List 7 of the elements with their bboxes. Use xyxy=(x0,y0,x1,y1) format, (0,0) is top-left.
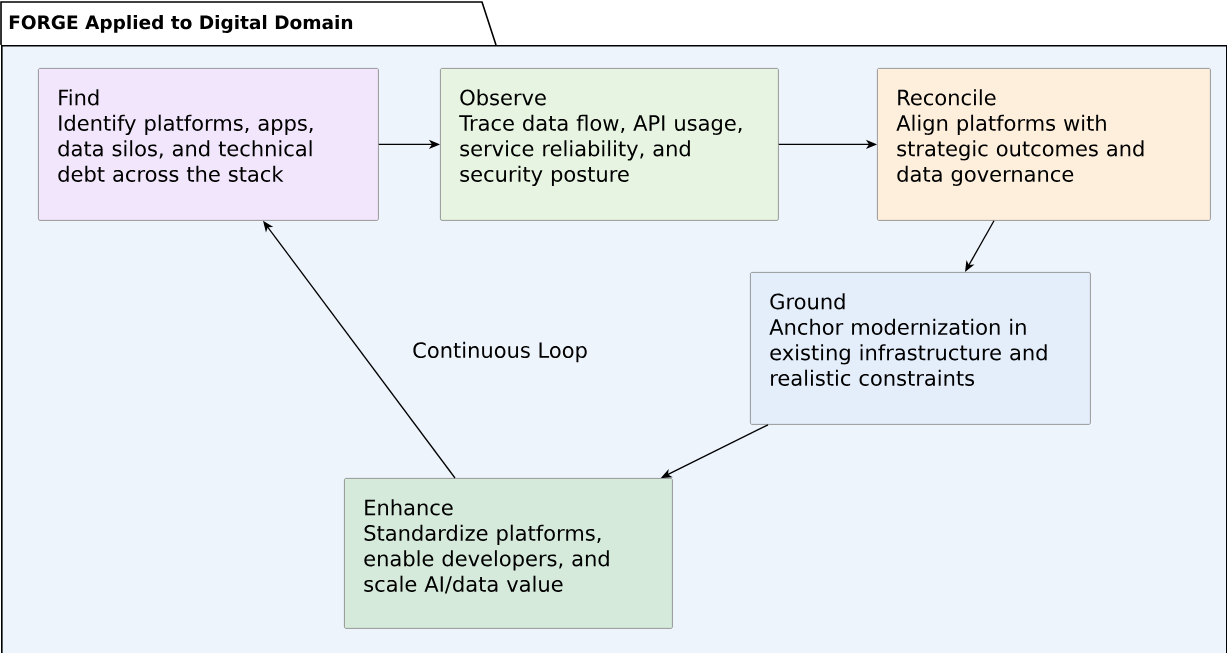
process-box: Find Identify platforms, apps, data silos, and technical debt across the stack xyxy=(38,68,379,221)
arrow xyxy=(965,220,995,272)
process-box: Reconcile Align platforms with strategic outcomes and data governance xyxy=(877,68,1211,221)
loop-label: Continuous Loop xyxy=(413,341,587,363)
process-box: Ground Anchor modernization in existing infrastructure and realistic constraints xyxy=(750,272,1091,425)
process-box: Enhance Standardize platforms, enable developers, and scale AI/data value xyxy=(344,478,673,629)
process-box: Observe Trace data flow, API usage, service reliability, and security posture xyxy=(440,68,779,221)
